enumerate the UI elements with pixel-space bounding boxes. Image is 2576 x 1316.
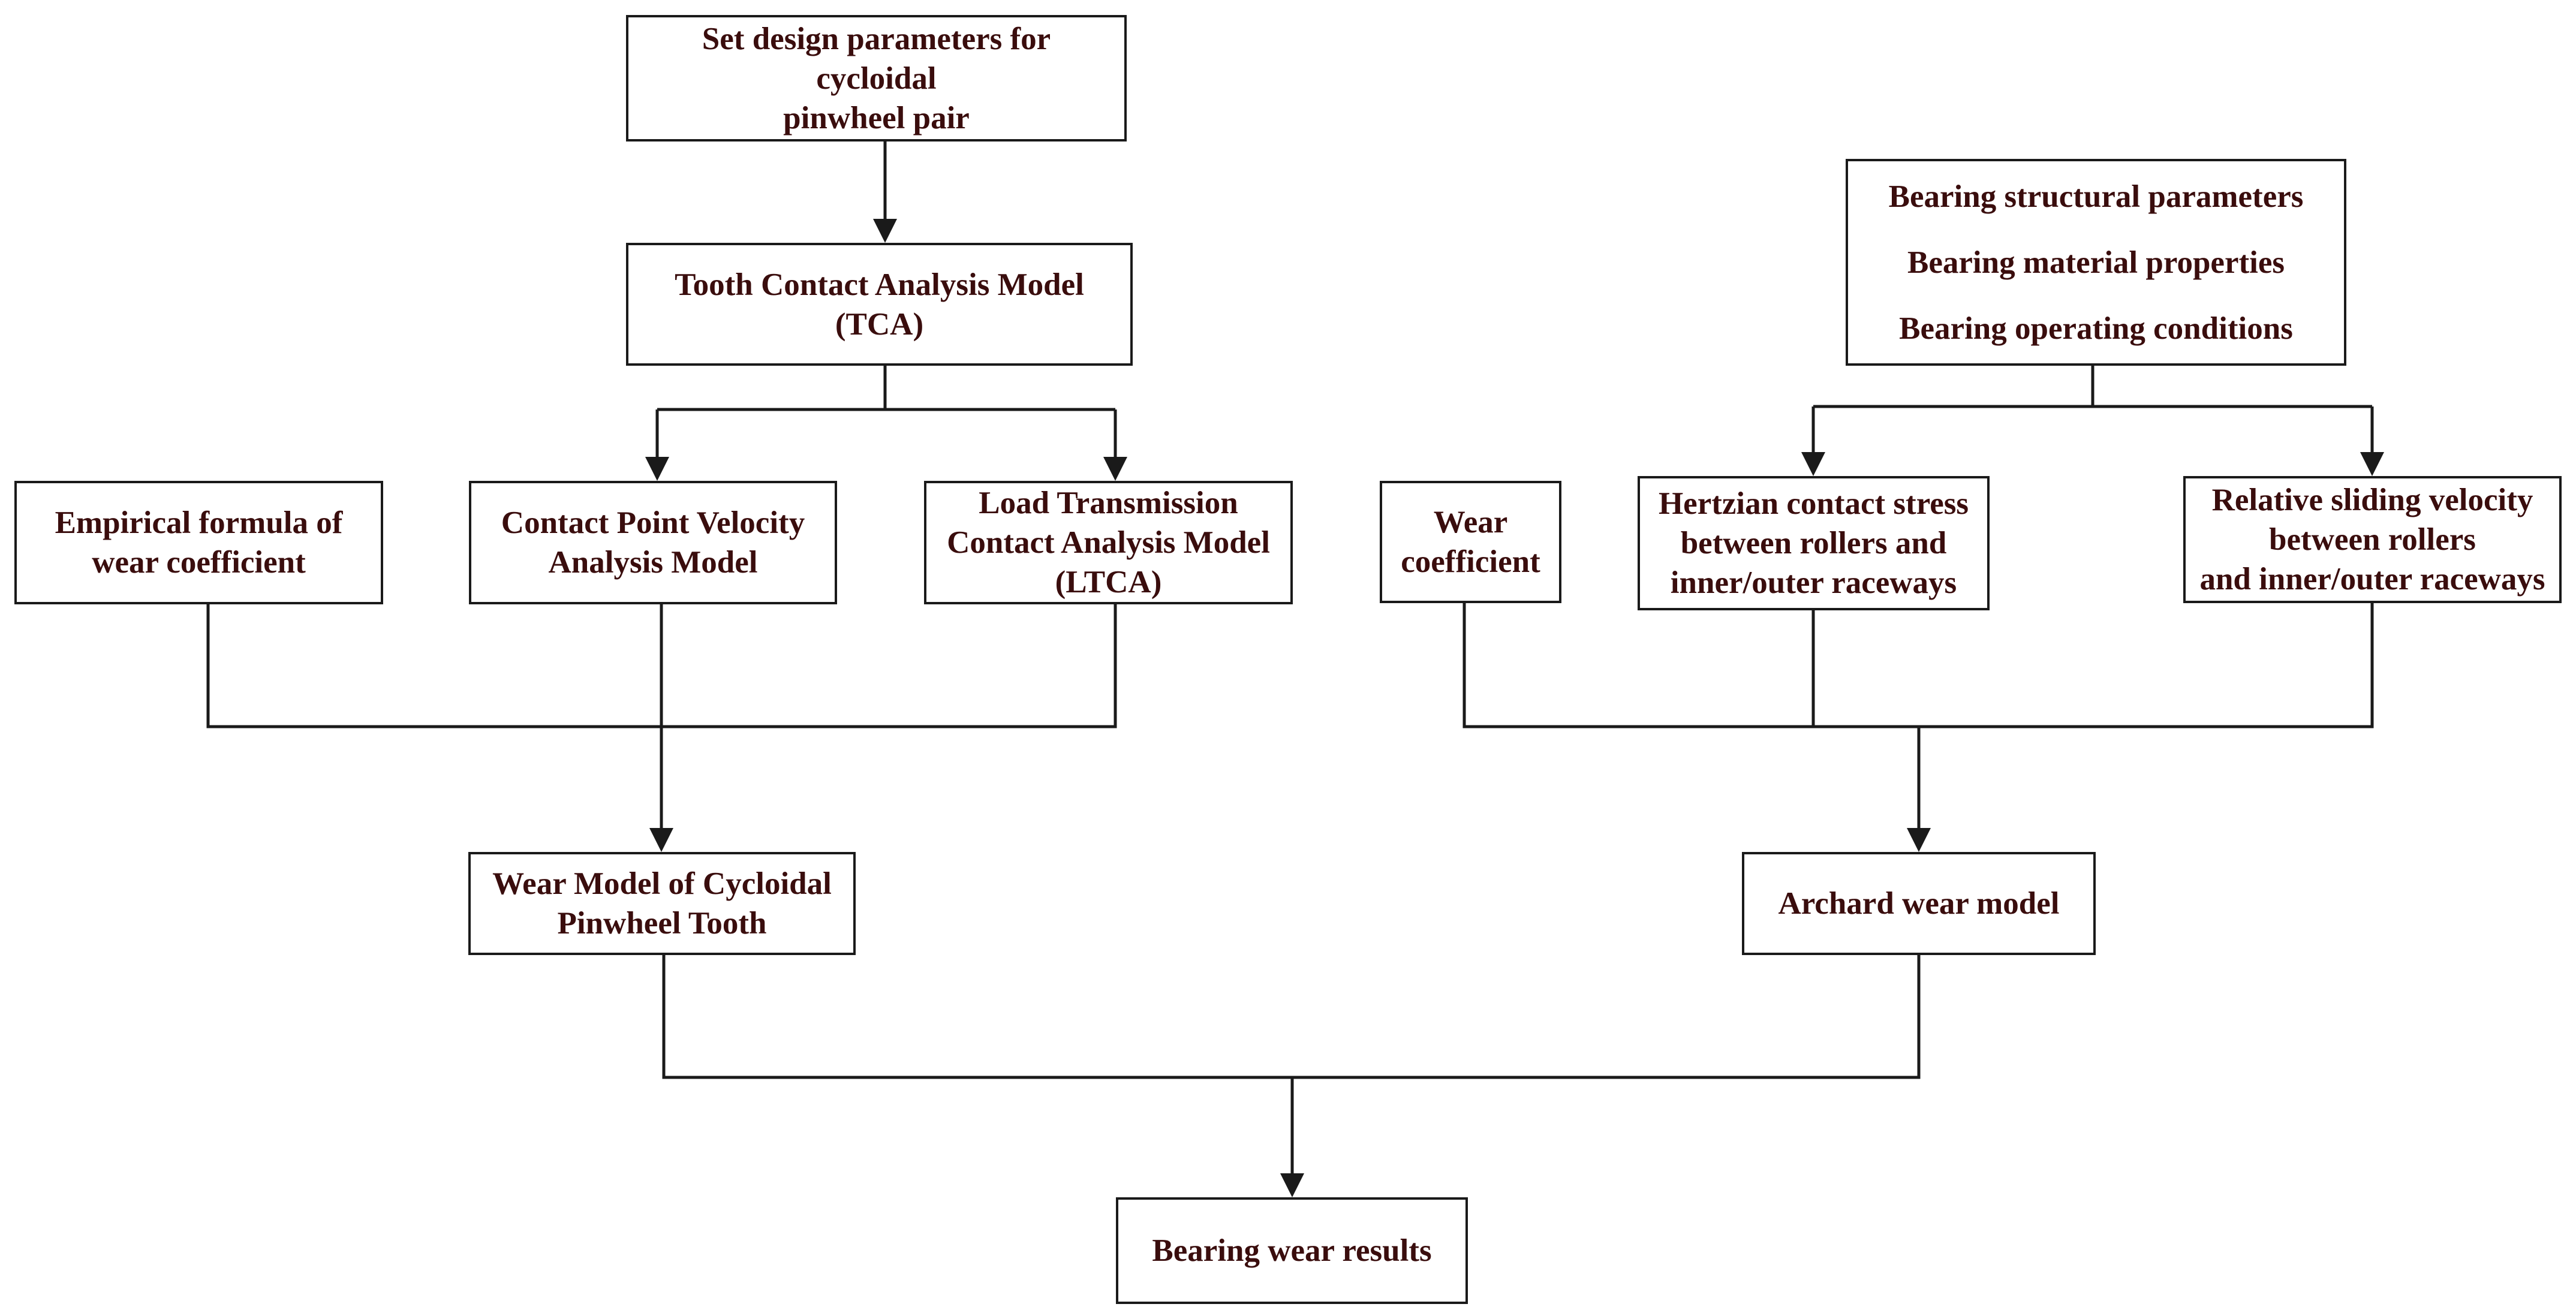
node-text-line: between rollers: [2269, 522, 2476, 557]
wear-model-cycloidal-box: Wear Model of Cycloidal Pinwheel Tooth: [468, 852, 856, 955]
node-text-line: Load Transmission: [979, 486, 1238, 520]
node-text-line: Archard wear model: [1778, 886, 2060, 921]
node-text-line: Relative sliding velocity: [2211, 483, 2533, 517]
node-text-line: (TCA): [835, 306, 924, 342]
node-text-line: Bearing wear results: [1152, 1233, 1432, 1268]
node-text-line: Contact Point Velocity: [501, 505, 805, 540]
hertzian-stress-box: Hertzian contact stress between rollers …: [1638, 476, 1990, 610]
node-text-line: Set design parameters for: [702, 21, 1051, 56]
connector-right-merge: [1462, 603, 2374, 728]
node-text-line: pinwheel pair: [783, 100, 970, 135]
node-text-line: and inner/outer raceways: [2199, 562, 2545, 597]
node-text-line: Hertzian contact stress: [1658, 486, 1969, 521]
empirical-formula-box: Empirical formula of wear coefficient: [14, 481, 383, 604]
node-text-line: Bearing operating conditions: [1899, 311, 2293, 346]
ltca-model-box: Load Transmission Contact Analysis Model…: [924, 481, 1293, 604]
node-text-line: wear coefficient: [92, 545, 306, 580]
node-text-line: cycloidal: [816, 61, 937, 96]
sliding-velocity-box: Relative sliding velocity between roller…: [2183, 476, 2562, 603]
contact-velocity-box: Contact Point Velocity Analysis Model: [469, 481, 837, 604]
node-text-line: Pinwheel Tooth: [557, 906, 767, 941]
node-text-line: coefficient: [1401, 544, 1540, 579]
node-text-line: Empirical formula of: [55, 505, 343, 540]
node-text-line: Wear Model of Cycloidal: [492, 866, 832, 901]
tca-model-box: Tooth Contact Analysis Model (TCA): [626, 243, 1133, 366]
node-text-line: (LTCA): [1055, 565, 1162, 600]
node-text-line: between rollers and: [1680, 526, 1947, 561]
bearing-parameters-box: Bearing structural parameters Bearing ma…: [1846, 159, 2346, 366]
node-text-line: Contact Analysis Model: [947, 525, 1270, 560]
wear-coefficient-box: Wear coefficient: [1380, 481, 1561, 603]
node-text-line: Analysis Model: [548, 545, 758, 580]
connector-bottom-merge: [662, 955, 1921, 1079]
bearing-wear-results-box: Bearing wear results: [1116, 1197, 1468, 1304]
node-text-line: Bearing structural parameters: [1888, 179, 2304, 214]
node-text-line: inner/outer raceways: [1670, 565, 1957, 600]
node-text-line: Wear: [1433, 505, 1508, 540]
node-text-line: Bearing material properties: [1907, 245, 2285, 280]
archard-wear-model-box: Archard wear model: [1742, 852, 2096, 955]
design-parameters-box: Set design parameters for cycloidal pinw…: [626, 15, 1127, 141]
node-text-line: Tooth Contact Analysis Model: [675, 267, 1084, 302]
